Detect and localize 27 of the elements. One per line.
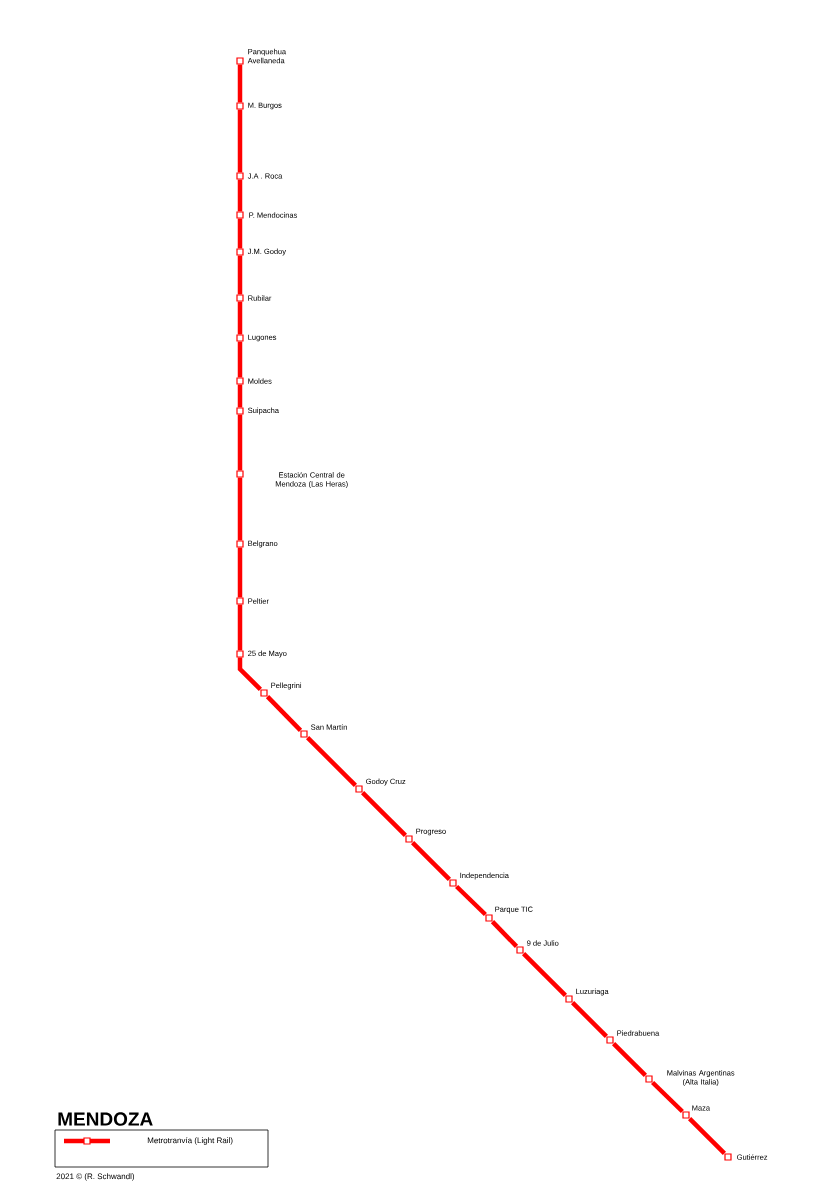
rail-line xyxy=(237,64,243,103)
rail-line xyxy=(237,657,262,691)
rail-line xyxy=(651,1080,684,1114)
rail-line xyxy=(237,384,243,408)
rail-line xyxy=(265,695,303,732)
rail-line xyxy=(237,179,243,212)
rail-line xyxy=(522,952,567,997)
rail-line xyxy=(688,1117,726,1155)
rail-line xyxy=(237,218,243,249)
rail-line xyxy=(237,341,243,378)
credit-text: 2021 © (R. Schwandl) xyxy=(56,1173,135,1181)
rail-line xyxy=(455,884,487,917)
rail-line xyxy=(237,547,243,598)
rail-line xyxy=(490,920,519,948)
rail-line xyxy=(571,1001,608,1038)
rail-line xyxy=(237,477,243,541)
rail-line xyxy=(237,604,243,651)
rail-line xyxy=(411,841,451,881)
map-title: MENDOZA xyxy=(58,1112,153,1126)
rail-line xyxy=(237,301,243,335)
rail-line xyxy=(237,109,243,173)
legend-text: Metrotranvía (Light Rail) xyxy=(147,1137,233,1145)
rail-line xyxy=(237,255,243,295)
rail-line xyxy=(306,736,357,787)
rail-line xyxy=(612,1042,647,1077)
rail-line xyxy=(237,414,243,471)
rail-line xyxy=(361,791,407,837)
